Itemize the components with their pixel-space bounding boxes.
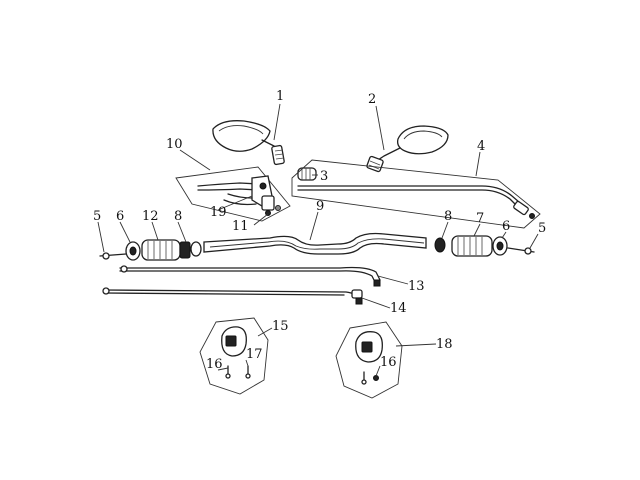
callout-5-left: 5 bbox=[93, 209, 101, 224]
callout-12: 12 bbox=[142, 209, 159, 224]
callout-9: 9 bbox=[316, 199, 324, 214]
leader-lines bbox=[97, 103, 539, 377]
callout-8-left: 8 bbox=[174, 209, 182, 224]
brake-cable-panel bbox=[291, 159, 541, 229]
throttle-cable bbox=[119, 265, 381, 287]
callout-16-left: 16 bbox=[206, 357, 223, 372]
right-grip-assembly bbox=[434, 235, 535, 257]
callout-19: 19 bbox=[210, 205, 227, 220]
callout-10: 10 bbox=[166, 137, 183, 152]
callout-5-right: 5 bbox=[538, 221, 546, 236]
callout-8-right: 8 bbox=[444, 209, 452, 224]
handlebar-tube bbox=[203, 232, 427, 255]
callout-7: 7 bbox=[476, 211, 484, 226]
callout-1: 1 bbox=[276, 89, 284, 104]
callout-6-right: 6 bbox=[502, 219, 510, 234]
right-mirror bbox=[366, 125, 449, 173]
callout-6-left: 6 bbox=[116, 209, 124, 224]
callout-18: 18 bbox=[436, 337, 453, 352]
callout-17: 17 bbox=[246, 347, 263, 362]
cable-adjuster bbox=[297, 167, 317, 181]
callout-2: 2 bbox=[368, 92, 376, 107]
left-grip-assembly bbox=[99, 239, 202, 261]
clutch-lever-panel bbox=[175, 166, 291, 222]
callout-14: 14 bbox=[390, 301, 407, 316]
callout-labels: 1 2 3 4 5 6 12 8 9 8 7 6 5 10 19 11 13 1… bbox=[93, 89, 546, 372]
callout-3: 3 bbox=[320, 169, 328, 184]
choke-cable bbox=[102, 287, 363, 305]
left-mirror bbox=[212, 120, 285, 166]
callout-13: 13 bbox=[408, 279, 425, 294]
left-switch-housing-panel bbox=[199, 317, 269, 395]
right-switch-housing-panel bbox=[335, 321, 403, 399]
callout-11: 11 bbox=[232, 219, 249, 234]
callout-16-right: 16 bbox=[380, 355, 397, 370]
callout-15: 15 bbox=[272, 319, 289, 334]
callout-4: 4 bbox=[477, 139, 485, 154]
